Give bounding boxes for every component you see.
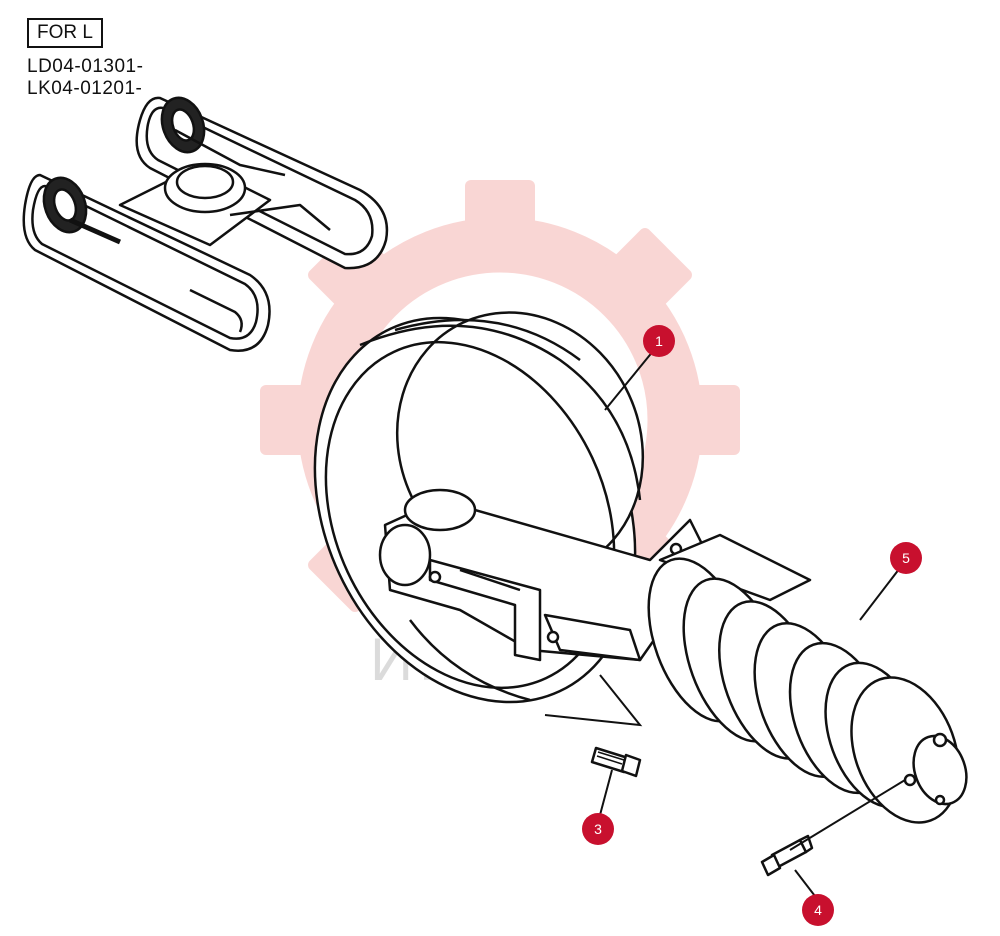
recoil-spring-bellows <box>647 533 968 824</box>
callout-1[interactable]: 1 <box>643 325 675 357</box>
serial-range-2: LK04-01201- <box>27 78 143 99</box>
callout-5[interactable]: 5 <box>890 542 922 574</box>
bolt-part <box>590 746 642 778</box>
idler-yoke <box>378 488 712 662</box>
variant-label: FOR L <box>27 18 103 48</box>
grease-bolt-part <box>760 834 814 877</box>
callout-4[interactable]: 4 <box>802 894 834 926</box>
serial-range-1: LD04-01301- <box>27 56 144 77</box>
callout-3[interactable]: 3 <box>582 813 614 845</box>
track-frame-thumbnail <box>22 96 389 352</box>
